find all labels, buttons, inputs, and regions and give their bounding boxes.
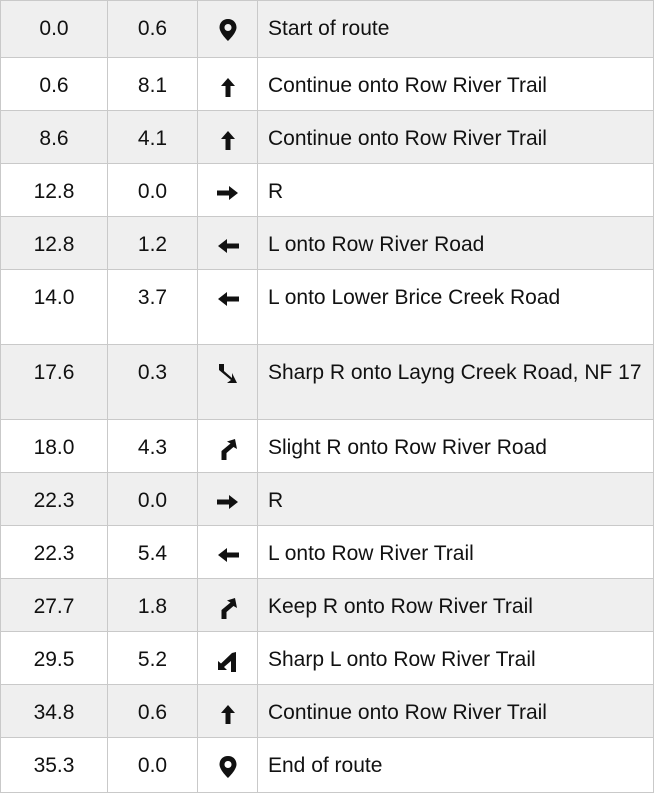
segment-distance: 0.0 [107,163,198,217]
cumulative-distance: 22.3 [0,472,108,526]
cue-instruction: Sharp R onto Layng Creek Road, NF 17 [257,344,654,420]
cumulative-distance: 18.0 [0,419,108,473]
turn-icon-cell [197,472,258,526]
cue-row: 18.0 4.3 Slight R onto Row River Road [0,419,654,473]
cue-row: 35.3 0.0 End of route [0,737,654,793]
cue-instruction: Keep R onto Row River Trail [257,578,654,632]
arrow-up-icon [215,78,241,105]
arrow-left-icon [215,548,241,573]
arrow-up-icon [215,705,241,732]
turn-icon-cell [197,163,258,217]
turn-icon-cell [197,216,258,270]
segment-distance: 0.0 [107,737,198,793]
segment-distance: 0.6 [107,0,198,58]
cue-instruction: End of route [257,737,654,793]
cue-instruction: Sharp L onto Row River Trail [257,631,654,685]
cumulative-distance: 8.6 [0,110,108,164]
cue-row: 22.3 0.0 R [0,472,654,526]
cue-instruction: Slight R onto Row River Road [257,419,654,473]
cumulative-distance: 17.6 [0,344,108,420]
cue-row: 17.6 0.3 Sharp R onto Layng Creek Road, … [0,344,654,420]
turn-icon-cell [197,525,258,579]
cue-instruction: Continue onto Row River Trail [257,684,654,738]
cue-instruction: R [257,163,654,217]
arrow-right-icon [215,186,241,211]
segment-distance: 4.1 [107,110,198,164]
cue-row: 12.8 0.0 R [0,163,654,217]
segment-distance: 3.7 [107,269,198,345]
cue-row: 22.3 5.4 L onto Row River Trail [0,525,654,579]
cumulative-distance: 27.7 [0,578,108,632]
segment-distance: 1.8 [107,578,198,632]
turn-icon-cell [197,269,258,345]
turn-icon-cell [197,110,258,164]
turn-icon-cell [197,578,258,632]
cumulative-distance: 14.0 [0,269,108,345]
turn-icon-cell [197,344,258,420]
cue-row: 0.6 8.1 Continue onto Row River Trail [0,57,654,111]
turn-icon-cell [197,684,258,738]
cumulative-distance: 0.6 [0,57,108,111]
cue-row: 34.8 0.6 Continue onto Row River Trail [0,684,654,738]
cue-instruction: R [257,472,654,526]
segment-distance: 8.1 [107,57,198,111]
cumulative-distance: 12.8 [0,163,108,217]
cumulative-distance: 0.0 [0,0,108,58]
cue-instruction: L onto Lower Brice Creek Road [257,269,654,345]
cue-instruction: Continue onto Row River Trail [257,110,654,164]
turn-icon-cell [197,0,258,58]
arrow-right-icon [215,495,241,520]
segment-distance: 0.0 [107,472,198,526]
cue-instruction: Continue onto Row River Trail [257,57,654,111]
cue-instruction: Start of route [257,0,654,58]
sharp-left-icon [215,652,241,679]
cue-row: 8.6 4.1 Continue onto Row River Trail [0,110,654,164]
cue-row: 0.0 0.6 Start of route [0,0,654,58]
turn-icon-cell [197,419,258,473]
cue-row: 27.7 1.8 Keep R onto Row River Trail [0,578,654,632]
cumulative-distance: 12.8 [0,216,108,270]
arrow-up-icon [215,131,241,158]
cumulative-distance: 22.3 [0,525,108,579]
map-pin-icon [215,19,241,48]
segment-distance: 4.3 [107,419,198,473]
turn-icon-cell [197,737,258,793]
segment-distance: 0.6 [107,684,198,738]
cumulative-distance: 29.5 [0,631,108,685]
map-pin-icon [215,756,241,785]
slight-right-icon [215,598,241,626]
segment-distance: 1.2 [107,216,198,270]
turn-icon-cell [197,631,258,685]
cue-row: 14.0 3.7 L onto Lower Brice Creek Road [0,269,654,345]
sharp-right-icon [215,364,241,392]
arrow-left-icon [215,292,241,317]
cumulative-distance: 34.8 [0,684,108,738]
arrow-left-icon [215,239,241,264]
turn-icon-cell [197,57,258,111]
segment-distance: 5.2 [107,631,198,685]
cue-row: 29.5 5.2 Sharp L onto Row River Trail [0,631,654,685]
cue-row: 12.8 1.2 L onto Row River Road [0,216,654,270]
cumulative-distance: 35.3 [0,737,108,793]
cue-instruction: L onto Row River Trail [257,525,654,579]
segment-distance: 0.3 [107,344,198,420]
segment-distance: 5.4 [107,525,198,579]
cue-instruction: L onto Row River Road [257,216,654,270]
slight-right-icon [215,439,241,467]
